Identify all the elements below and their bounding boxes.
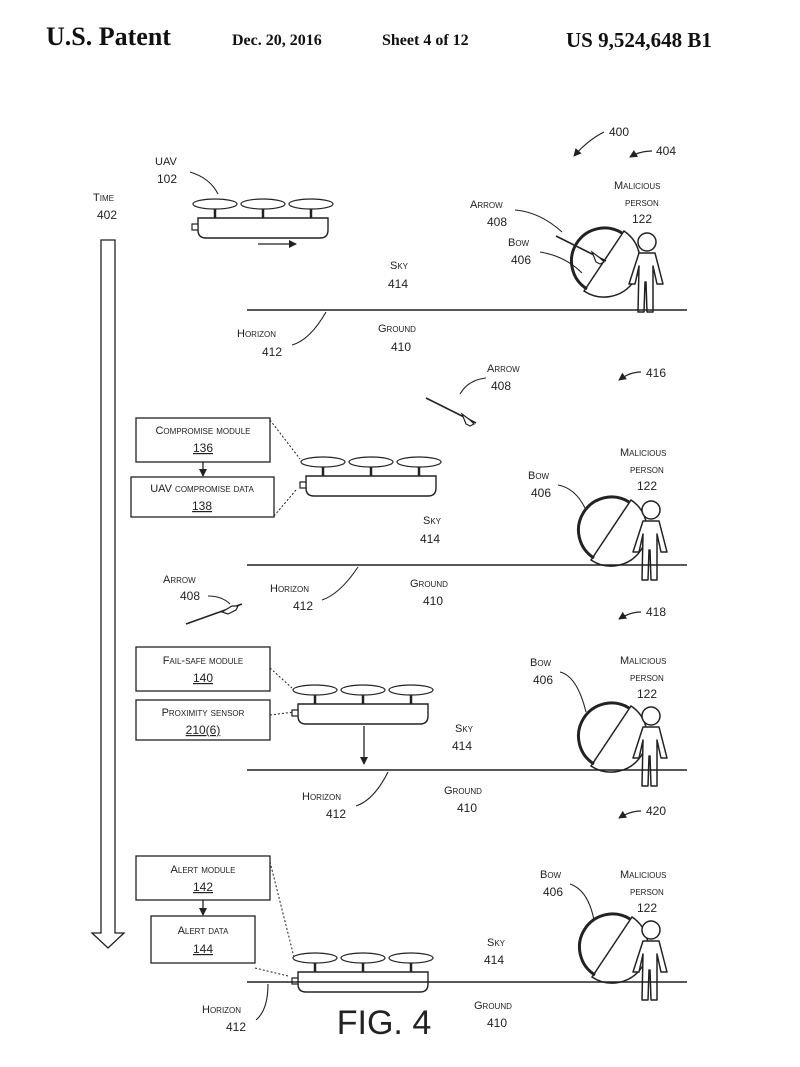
time-arrow bbox=[90, 239, 126, 949]
compromise-module-number: 136 bbox=[193, 441, 213, 455]
horizon-label-1: Horizon bbox=[237, 328, 276, 340]
arrow-label-3: Arrow bbox=[163, 574, 196, 586]
uav-drone-panel3 bbox=[290, 683, 435, 726]
bow-panel1 bbox=[569, 226, 642, 299]
alert-data-label: Alert data bbox=[178, 925, 230, 937]
arrow-panel2 bbox=[425, 397, 477, 427]
person-number-2: 122 bbox=[637, 479, 657, 493]
horizon-label-4: Horizon bbox=[202, 1004, 241, 1016]
bow-label-1: Bow bbox=[508, 237, 530, 249]
person-label-3b: person bbox=[630, 672, 664, 684]
ground-label-1: Ground bbox=[378, 323, 416, 335]
ref-416: 416 bbox=[646, 366, 666, 380]
horizon-number-1: 412 bbox=[262, 345, 282, 359]
sky-label-4: Sky bbox=[487, 937, 506, 949]
ground-label-2: Ground bbox=[410, 578, 448, 590]
person-label-2b: person bbox=[630, 464, 664, 476]
proximity-sensor-label: Proximity sensor bbox=[162, 707, 245, 719]
ref-420-leader bbox=[618, 810, 642, 819]
bow-panel3 bbox=[576, 701, 649, 774]
bow-number-4: 406 bbox=[543, 885, 563, 899]
uav-drone-panel1 bbox=[190, 197, 335, 240]
arrow-label-1: Arrow bbox=[470, 199, 503, 211]
figure-caption: FIG. 4 bbox=[337, 1004, 431, 1042]
ref-420: 420 bbox=[646, 804, 666, 818]
failsafe-module-number: 140 bbox=[193, 671, 213, 685]
ref-404: 404 bbox=[656, 144, 676, 158]
arrow-label-2: Arrow bbox=[487, 363, 520, 375]
compromise-data-box bbox=[130, 476, 275, 518]
ground-number-2: 410 bbox=[423, 594, 443, 608]
bow-number-1: 406 bbox=[511, 253, 531, 267]
alert-module-number: 142 bbox=[193, 880, 213, 894]
person-label-3a: Malicious bbox=[620, 655, 667, 667]
person-label-1a: Malicious bbox=[614, 180, 661, 192]
bow-number-2: 406 bbox=[531, 486, 551, 500]
patent-number: US 9,524,648 B1 bbox=[566, 28, 712, 52]
horizon-number-2: 412 bbox=[293, 599, 313, 613]
person-number-3: 122 bbox=[637, 687, 657, 701]
proximity-sensor-number: 210(6) bbox=[186, 723, 221, 737]
ground-number-4: 410 bbox=[487, 1016, 507, 1030]
uav-drone-panel2 bbox=[298, 455, 443, 498]
person-number-1: 122 bbox=[632, 212, 652, 226]
failsafe-module-box bbox=[135, 646, 271, 692]
compromise-data-number: 138 bbox=[192, 499, 212, 513]
sky-label-3: Sky bbox=[455, 723, 474, 735]
failsafe-module-label: Fail-safe module bbox=[163, 655, 244, 667]
arrow-number-3: 408 bbox=[180, 589, 200, 603]
bow-label-2: Bow bbox=[528, 470, 550, 482]
ground-number-1: 410 bbox=[391, 340, 411, 354]
time-number: 402 bbox=[97, 208, 117, 222]
patent-label: U.S. Patent bbox=[46, 22, 171, 51]
person-label-4a: Malicious bbox=[620, 869, 667, 881]
sky-number-3: 414 bbox=[452, 739, 472, 753]
ref-400: 400 bbox=[609, 125, 629, 139]
sky-number-1: 414 bbox=[388, 277, 408, 291]
sky-label-2: Sky bbox=[423, 515, 442, 527]
person-label-2a: Malicious bbox=[620, 447, 667, 459]
ground-label-3: Ground bbox=[444, 785, 482, 797]
ref-404-leader bbox=[629, 149, 653, 158]
bow-label-4: Bow bbox=[540, 869, 562, 881]
uav-label: UAV bbox=[155, 156, 177, 168]
time-label: Time bbox=[93, 192, 114, 204]
uav-number: 102 bbox=[157, 172, 177, 186]
patent-date: Dec. 20, 2016 bbox=[232, 32, 322, 49]
bow-number-3: 406 bbox=[533, 673, 553, 687]
sky-number-2: 414 bbox=[420, 532, 440, 546]
person-label-4b: person bbox=[630, 886, 664, 898]
bow-panel2 bbox=[576, 495, 649, 568]
person-label-1b: person bbox=[625, 197, 659, 209]
horizon-label-2: Horizon bbox=[270, 583, 309, 595]
ref-418-leader bbox=[618, 611, 642, 620]
horizon-number-4: 412 bbox=[226, 1020, 246, 1034]
compromise-module-label: Compromise module bbox=[155, 425, 250, 437]
ground-number-3: 410 bbox=[457, 801, 477, 815]
arrow-panel3 bbox=[185, 603, 243, 625]
sky-label-1: Sky bbox=[390, 260, 409, 272]
horizon-label-3: Horizon bbox=[302, 791, 341, 803]
person-number-4: 122 bbox=[637, 901, 657, 915]
patent-sheet-number: Sheet 4 of 12 bbox=[382, 32, 469, 49]
uav-drone-panel4 bbox=[290, 951, 435, 994]
ref-416-leader bbox=[618, 371, 642, 381]
ref-400-leader bbox=[573, 131, 605, 157]
horizon-number-3: 412 bbox=[326, 807, 346, 821]
alert-data-number: 144 bbox=[193, 942, 213, 956]
ref-418: 418 bbox=[646, 605, 666, 619]
arrow-number-1: 408 bbox=[487, 215, 507, 229]
ground-label-4: Ground bbox=[474, 1000, 512, 1012]
compromise-data-label: UAV compromise data bbox=[150, 483, 254, 495]
bow-label-3: Bow bbox=[530, 657, 552, 669]
proximity-sensor-box bbox=[135, 699, 271, 741]
arrow-number-2: 408 bbox=[491, 379, 511, 393]
alert-module-label: Alert module bbox=[171, 864, 236, 876]
sky-number-4: 414 bbox=[484, 953, 504, 967]
compromise-module-box bbox=[135, 417, 271, 463]
alert-data-box bbox=[150, 915, 256, 964]
